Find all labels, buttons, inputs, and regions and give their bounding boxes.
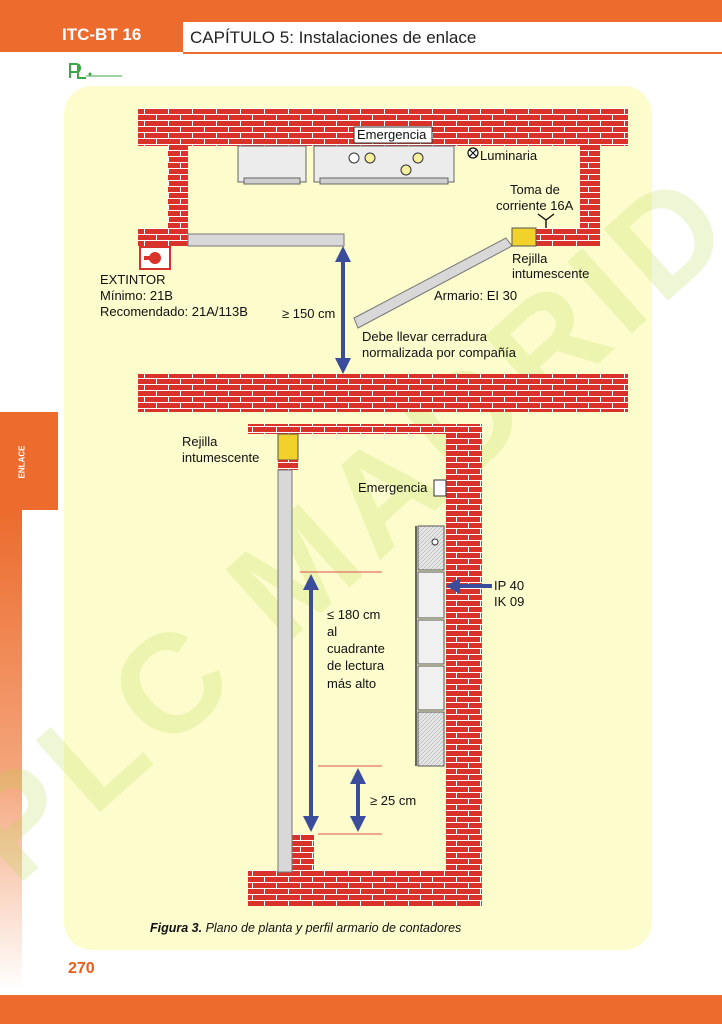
min-height-label: ≥ 25 cm bbox=[370, 793, 416, 808]
header-top-bar bbox=[0, 0, 722, 22]
profile-vent-brick bbox=[278, 460, 298, 470]
cerradura-line1: Debe llevar cerradura bbox=[362, 329, 488, 344]
height-25-arrow bbox=[350, 768, 366, 832]
profile-rejilla-line2: intumescente bbox=[182, 450, 259, 465]
distance-150-arrow bbox=[335, 246, 351, 374]
plan-emergencia-label: Emergencia bbox=[357, 127, 427, 142]
ip-arrow bbox=[446, 578, 492, 594]
profile-threshold bbox=[292, 834, 314, 870]
profile-door bbox=[277, 469, 293, 873]
cerradura-line2: normalizada por compañía bbox=[362, 345, 517, 360]
extintor-line3: Recomendado: 21A/113B bbox=[100, 304, 248, 319]
profile-emergencia-label: Emergencia bbox=[358, 480, 428, 495]
height-label-line2: al bbox=[327, 624, 337, 639]
profile-ceiling bbox=[248, 424, 482, 434]
page-number: 270 bbox=[68, 960, 95, 977]
side-strip bbox=[0, 510, 22, 990]
plan-left-wall bbox=[168, 146, 188, 228]
height-label-line1: ≤ 180 cm bbox=[327, 607, 380, 622]
height-label-line4: de lectura bbox=[327, 658, 385, 673]
plc-logo-icon bbox=[69, 63, 122, 79]
meter-cabinet-profile bbox=[415, 525, 445, 767]
chapter-title: CAPÍTULO 5: Instalaciones de enlace bbox=[190, 28, 477, 47]
plan-left-return bbox=[138, 228, 188, 246]
toma-label-line2: corriente 16A bbox=[496, 198, 574, 213]
caption-text: Plano de planta y perfil armario de cont… bbox=[202, 921, 461, 935]
profile-right-wall bbox=[446, 424, 482, 906]
profile-rejilla-line1: Rejilla bbox=[182, 434, 218, 449]
figure-caption: Figura 3. Plano de planta y perfil armar… bbox=[150, 921, 461, 935]
toma-label-line1: Toma de bbox=[510, 182, 560, 197]
extintor-line2: Mínimo: 21B bbox=[100, 288, 173, 303]
plan-bottom-wall bbox=[138, 374, 628, 412]
profile-view: Rejilla intumescente Emergencia IP 40 IK… bbox=[182, 424, 524, 906]
meter-box-small bbox=[237, 145, 307, 185]
meter-box-large bbox=[313, 145, 455, 185]
profile-emergency-light bbox=[433, 479, 447, 497]
distance-150-label: ≥ 150 cm bbox=[282, 306, 335, 321]
luminaria-icon bbox=[467, 147, 479, 159]
plan-rejilla-line2: intumescente bbox=[512, 266, 589, 281]
plan-right-wall bbox=[580, 146, 600, 228]
side-tab bbox=[0, 412, 58, 510]
plan-vent bbox=[511, 227, 537, 247]
height-label-line3: cuadrante bbox=[327, 641, 385, 656]
ik-label: IK 09 bbox=[494, 594, 524, 609]
caption-label: Figura 3. bbox=[150, 921, 202, 935]
plan-view: Emergencia Luminaria Toma de corriente 1… bbox=[100, 108, 628, 412]
height-180-arrow bbox=[303, 574, 319, 832]
profile-vent bbox=[277, 433, 299, 461]
emergency-light-box bbox=[353, 126, 433, 144]
footer-bar bbox=[0, 995, 722, 1024]
watermark: PLC MADRID bbox=[0, 138, 722, 910]
extinguisher-icon bbox=[139, 246, 171, 270]
plan-rejilla-line1: Rejilla bbox=[512, 251, 548, 266]
header-rule bbox=[183, 52, 722, 54]
armario-label: Armario: EI 30 bbox=[434, 288, 517, 303]
height-label-line5: más alto bbox=[327, 676, 376, 691]
itc-code-tab: ITC-BT 16 bbox=[0, 22, 183, 52]
profile-floor bbox=[248, 870, 482, 906]
ip-label: IP 40 bbox=[494, 578, 524, 593]
plan-door-frame bbox=[187, 233, 345, 247]
extintor-line1: EXTINTOR bbox=[100, 272, 166, 287]
socket-icon bbox=[537, 213, 555, 228]
luminaria-label: Luminaria bbox=[480, 148, 538, 163]
